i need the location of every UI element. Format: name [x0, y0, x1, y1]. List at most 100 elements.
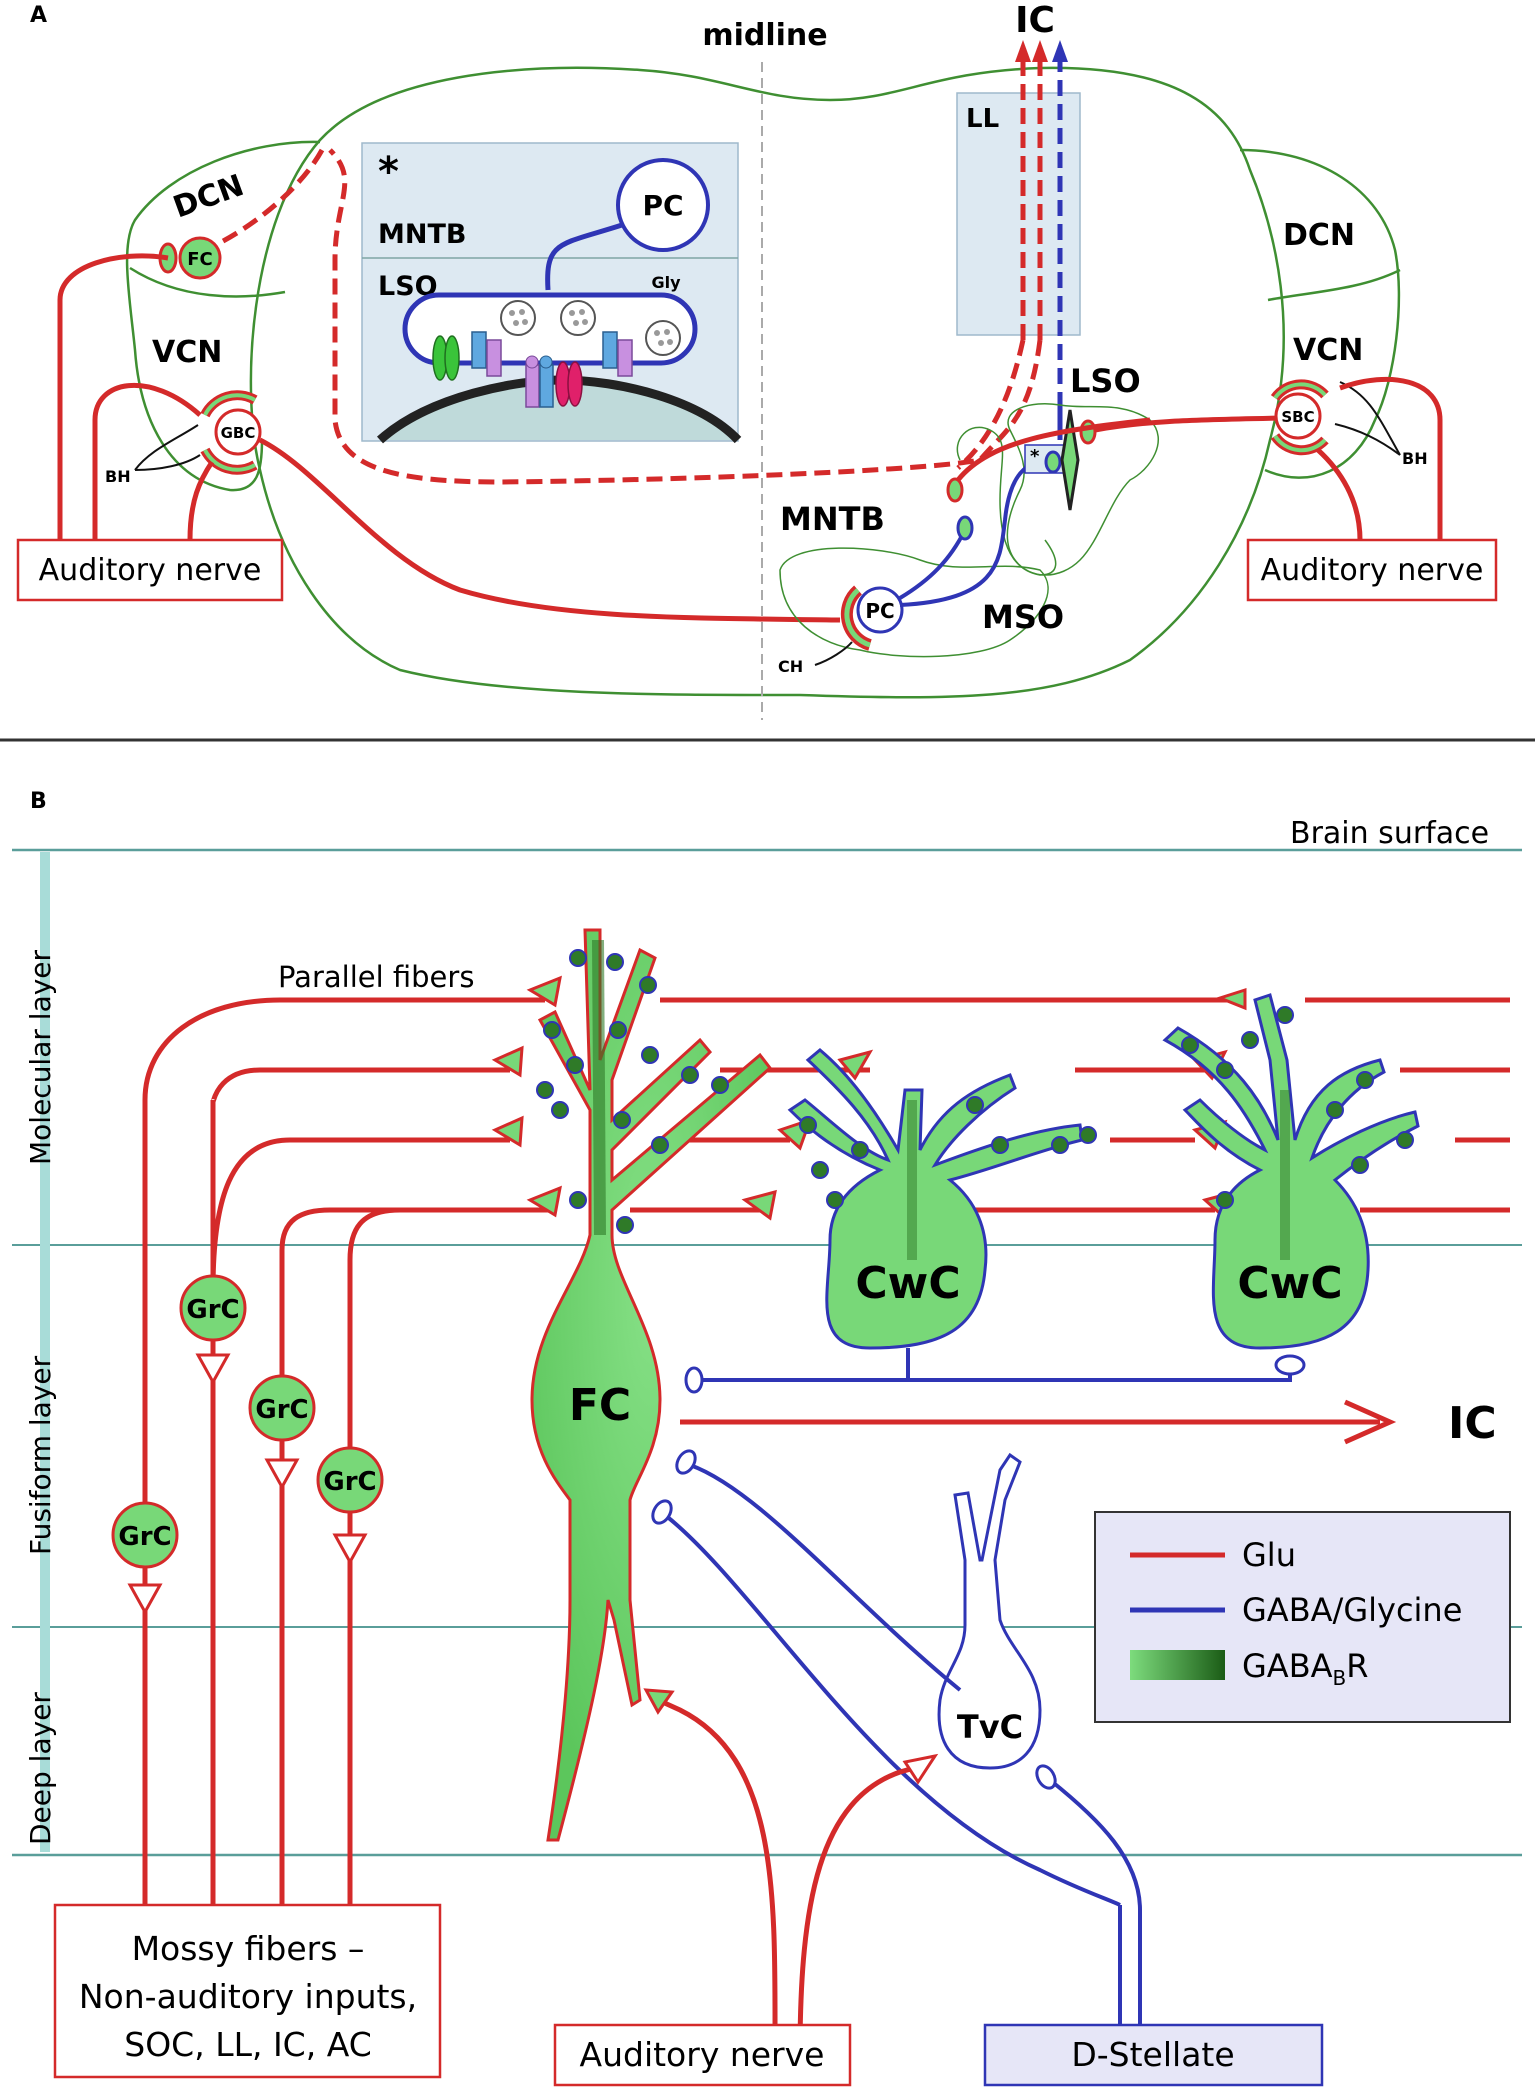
- inset-mntb-label: MNTB: [378, 219, 466, 250]
- inset-vesicles: [500, 300, 681, 356]
- panel-a: A midline * MNTB LSO PC: [16, 0, 1498, 720]
- grc-cell-2: [179, 1274, 247, 1342]
- cwc-cell-2: CwC: [1162, 993, 1420, 1350]
- tvc-cell: [937, 1452, 1042, 1770]
- left-vcn-label: VCN: [152, 335, 222, 370]
- d-stellate-box: [983, 2023, 1324, 2087]
- fc-spines: [536, 949, 729, 1234]
- lso-excitatory-synapse: [1079, 419, 1097, 445]
- inset-gly-label: Gly: [651, 273, 681, 292]
- mntb-label: MNTB: [780, 500, 885, 538]
- molecular-layer-label: Molecular layer: [24, 949, 57, 1165]
- dstellate-to-fc: [663, 1513, 1121, 1907]
- left-auditory-nerve-box: [16, 538, 284, 602]
- grc-label-3: GrC: [255, 1395, 308, 1425]
- grc-cell-4: [316, 1446, 384, 1514]
- an-tvc-synapse: [902, 1753, 939, 1785]
- ch-arrow: [814, 641, 853, 666]
- midline-label: midline: [702, 18, 827, 53]
- deep-layer-label: Deep layer: [24, 1692, 57, 1845]
- left-nerve-to-gbc-1: [92, 382, 202, 540]
- cwc-cell-1: CwC: [787, 1048, 1097, 1350]
- left-gbc-label: GBC: [221, 424, 256, 442]
- grc-terminal-4: [332, 1533, 368, 1566]
- ll-dashed-1: [956, 339, 1026, 470]
- left-bh-arrow1: [134, 454, 201, 471]
- mso-label: MSO: [982, 598, 1064, 636]
- fc-cell: [530, 928, 773, 1842]
- right-auditory-nerve-label: Auditory nerve: [1261, 553, 1484, 588]
- ch-label: CH: [778, 657, 803, 676]
- lso-principal-cell: [1060, 409, 1080, 511]
- left-cochlear-nucleus: [125, 140, 321, 492]
- gbc-axon: [258, 437, 841, 623]
- sbc-axon-mso: [956, 417, 1151, 482]
- right-sbc-label: SBC: [1281, 408, 1314, 426]
- cwc-label-2: CwC: [1237, 1258, 1342, 1309]
- grc-label-2: GrC: [186, 1295, 239, 1325]
- right-vcn-label: VCN: [1293, 333, 1363, 368]
- left-dcn-label: DCN: [169, 168, 249, 226]
- grc-cell-3: [248, 1374, 316, 1442]
- right-dcn-label: DCN: [1283, 218, 1355, 253]
- tvc-to-fc-1: [689, 1463, 962, 1692]
- right-dcn-vcn-border: [1267, 268, 1401, 302]
- inset-pc-cell: [616, 158, 710, 252]
- b-ic-label: IC: [1448, 1398, 1497, 1449]
- right-bh-arrow2: [1339, 381, 1401, 456]
- dstellate-fc-synapse: [651, 1499, 673, 1525]
- left-fc-label: FC: [187, 249, 213, 270]
- grc-terminal-3: [264, 1458, 300, 1491]
- fc-label: FC: [569, 1380, 631, 1431]
- inset-star: *: [378, 149, 399, 195]
- mntb-outline: [779, 547, 1049, 658]
- lso-inhibitory-synapse: [1044, 450, 1062, 474]
- b-auditory-nerve-label: Auditory nerve: [580, 2035, 825, 2074]
- left-gbc-cell: [214, 408, 262, 456]
- ll-label: LL: [966, 104, 999, 134]
- grc-cells: GrC GrC GrC GrC: [111, 1274, 384, 1616]
- brainstem-outline: [249, 66, 1285, 699]
- inset-pc-label: PC: [642, 189, 683, 222]
- mso-synapse: [956, 515, 974, 541]
- cwc-label-1: CwC: [855, 1258, 960, 1309]
- panel-b-letter: B: [30, 789, 47, 814]
- sbc-axon-lso: [1094, 415, 1281, 433]
- right-bh-arrow1: [1334, 423, 1401, 456]
- contralateral-dashed: [328, 148, 1043, 485]
- inset-axon: [545, 222, 623, 291]
- right-cochlear-nucleus: [1239, 148, 1401, 479]
- left-dcn-vcn-border: [129, 266, 286, 298]
- right-auditory-nerve-box: [1246, 538, 1498, 602]
- mntb-pc-label: PC: [865, 599, 894, 623]
- left-bh-label: BH: [105, 467, 131, 486]
- right-sbc-cell: [1274, 392, 1322, 440]
- legend-gaba-label: GABA/Glycine: [1242, 1591, 1462, 1629]
- mossy-line-1: Mossy fibers –: [132, 1929, 365, 1968]
- tvc-fc-synapse-1: [675, 1449, 697, 1475]
- mossy-fibers-box: [53, 1903, 442, 2079]
- mossy-line-2: Non-auditory inputs,: [79, 1977, 417, 2016]
- right-nerve-2: [1316, 448, 1363, 541]
- panel-a-letter: A: [30, 3, 47, 28]
- d-stellate-label: D-Stellate: [1071, 2035, 1234, 2074]
- mntb-pc-cell: [856, 586, 904, 634]
- right-nerve-1: [1339, 376, 1443, 540]
- parallel-fibers-label: Parallel fibers: [278, 960, 474, 994]
- grc-label-4: GrC: [323, 1467, 376, 1497]
- lso-small-star: *: [1030, 446, 1040, 467]
- cwc-fc-synapse: [684, 1366, 704, 1394]
- left-nerve-to-gbc-2: [187, 460, 215, 541]
- pc-axon-mso: [898, 529, 967, 600]
- left-bh-arrow2: [134, 424, 199, 471]
- layer-bar: [40, 852, 50, 1852]
- an-to-tvc: [797, 1762, 926, 2056]
- right-lso-label: LSO: [1070, 362, 1141, 400]
- dstellate-to-tvc: [1048, 1778, 1142, 1911]
- panel-b: B Brain surface Molecular layer Fusiform…: [12, 789, 1522, 2087]
- b-auditory-nerve-box: [553, 2023, 852, 2087]
- lso-outline: [1006, 403, 1160, 576]
- legend-gabab-label: GABABR: [1242, 1647, 1369, 1690]
- legend-gabab-swatch: [1130, 1650, 1225, 1680]
